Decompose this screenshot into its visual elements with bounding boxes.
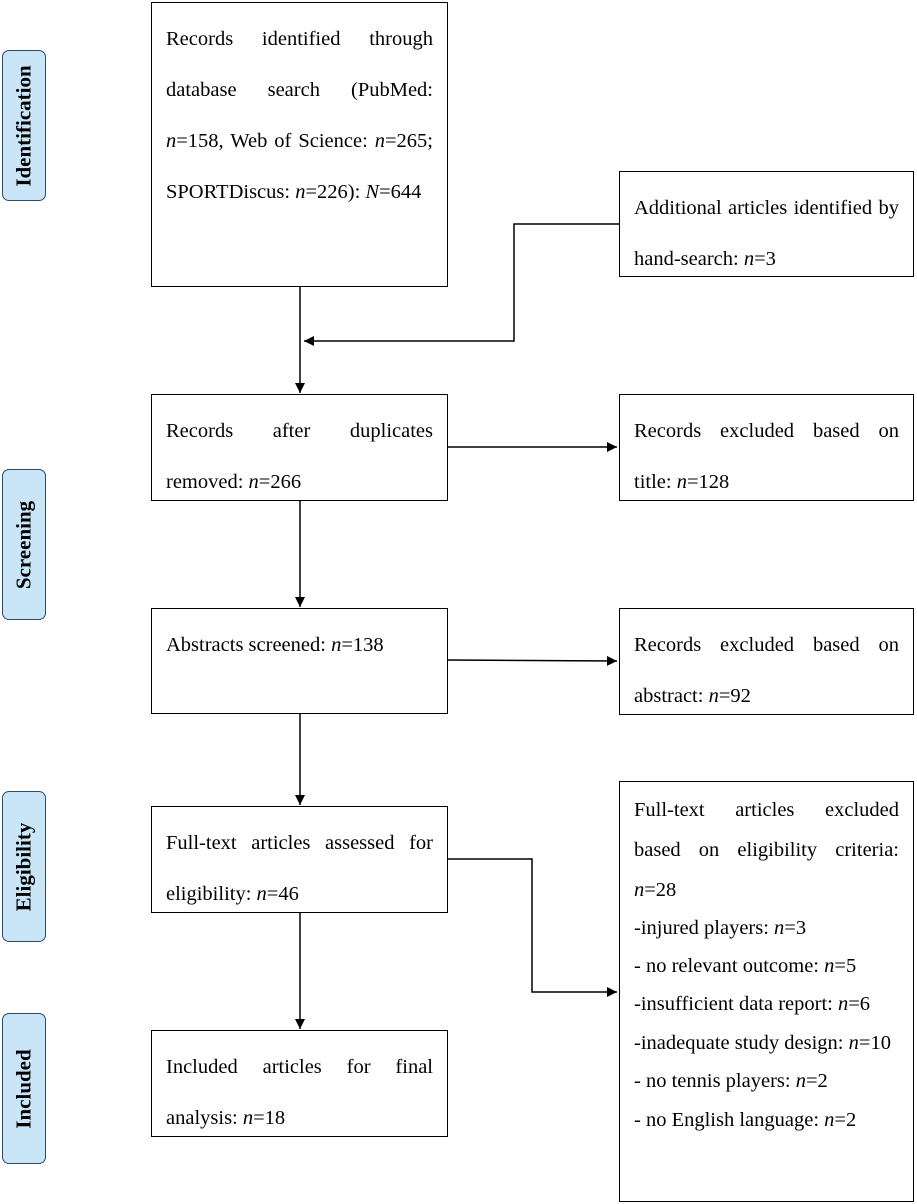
arrow-handsearch-merge xyxy=(304,223,619,346)
stage-eligibility: Eligibility xyxy=(2,791,46,942)
stage-label: Identification xyxy=(11,64,36,187)
fulltext-assessed-box: Full-text articles assessed for eligibil… xyxy=(151,806,448,913)
fulltext-excluded-box: Full-text articles excluded based on eli… xyxy=(619,781,914,1202)
stage-label: Eligibility xyxy=(11,822,36,911)
excluded-abstract-text: Records excluded based on abstract: n=92 xyxy=(634,634,899,707)
abstracts-screened-text: Abstracts screened: n=138 xyxy=(166,634,384,656)
stage-identification: Identification xyxy=(2,50,46,201)
fulltext-assessed-text: Full-text articles assessed for eligibil… xyxy=(166,832,433,905)
hand-search-text: Additional articles identified by hand-s… xyxy=(634,197,899,270)
arrow-fulltext-to-excluded-fulltext xyxy=(448,858,617,997)
stage-included: Included xyxy=(2,1013,46,1164)
exclusion-reason: - no relevant outcome: n=5 xyxy=(634,955,857,977)
fulltext-excluded-head: Full-text articles excluded based on eli… xyxy=(634,799,899,901)
exclusion-reason: - no tennis players: n=2 xyxy=(634,1070,828,1092)
excluded-title-text: Records excluded based on title: n=128 xyxy=(634,420,899,493)
after-duplicates-text: Records after duplicates removed: n=266 xyxy=(166,420,433,493)
after-duplicates-box: Records after duplicates removed: n=266 xyxy=(151,394,448,501)
exclusion-reason: -injured players: n=3 xyxy=(634,917,807,939)
stage-label: Included xyxy=(11,1048,36,1129)
stage-screening: Screening xyxy=(2,469,46,620)
included-final-text: Included articles for final analysis: n=… xyxy=(166,1056,433,1129)
exclusion-reason: -inadequate study design: n=10 xyxy=(634,1032,891,1054)
exclusion-reason: - no English language: n=2 xyxy=(634,1109,857,1131)
stage-label: Screening xyxy=(11,500,36,589)
arrow-abstracts-to-excluded-abstract xyxy=(447,655,618,666)
excluded-abstract-box: Records excluded based on abstract: n=92 xyxy=(619,608,914,715)
abstracts-screened-box: Abstracts screened: n=138 xyxy=(151,608,448,714)
hand-search-box: Additional articles identified by hand-s… xyxy=(619,171,914,277)
records-identified-box: Records identified through database sear… xyxy=(151,2,448,287)
records-identified-text: Records identified through database sear… xyxy=(166,28,434,203)
exclusion-reason: -insufficient data report: n=6 xyxy=(634,993,871,1015)
included-final-box: Included articles for final analysis: n=… xyxy=(151,1030,448,1137)
excluded-title-box: Records excluded based on title: n=128 xyxy=(619,394,914,501)
